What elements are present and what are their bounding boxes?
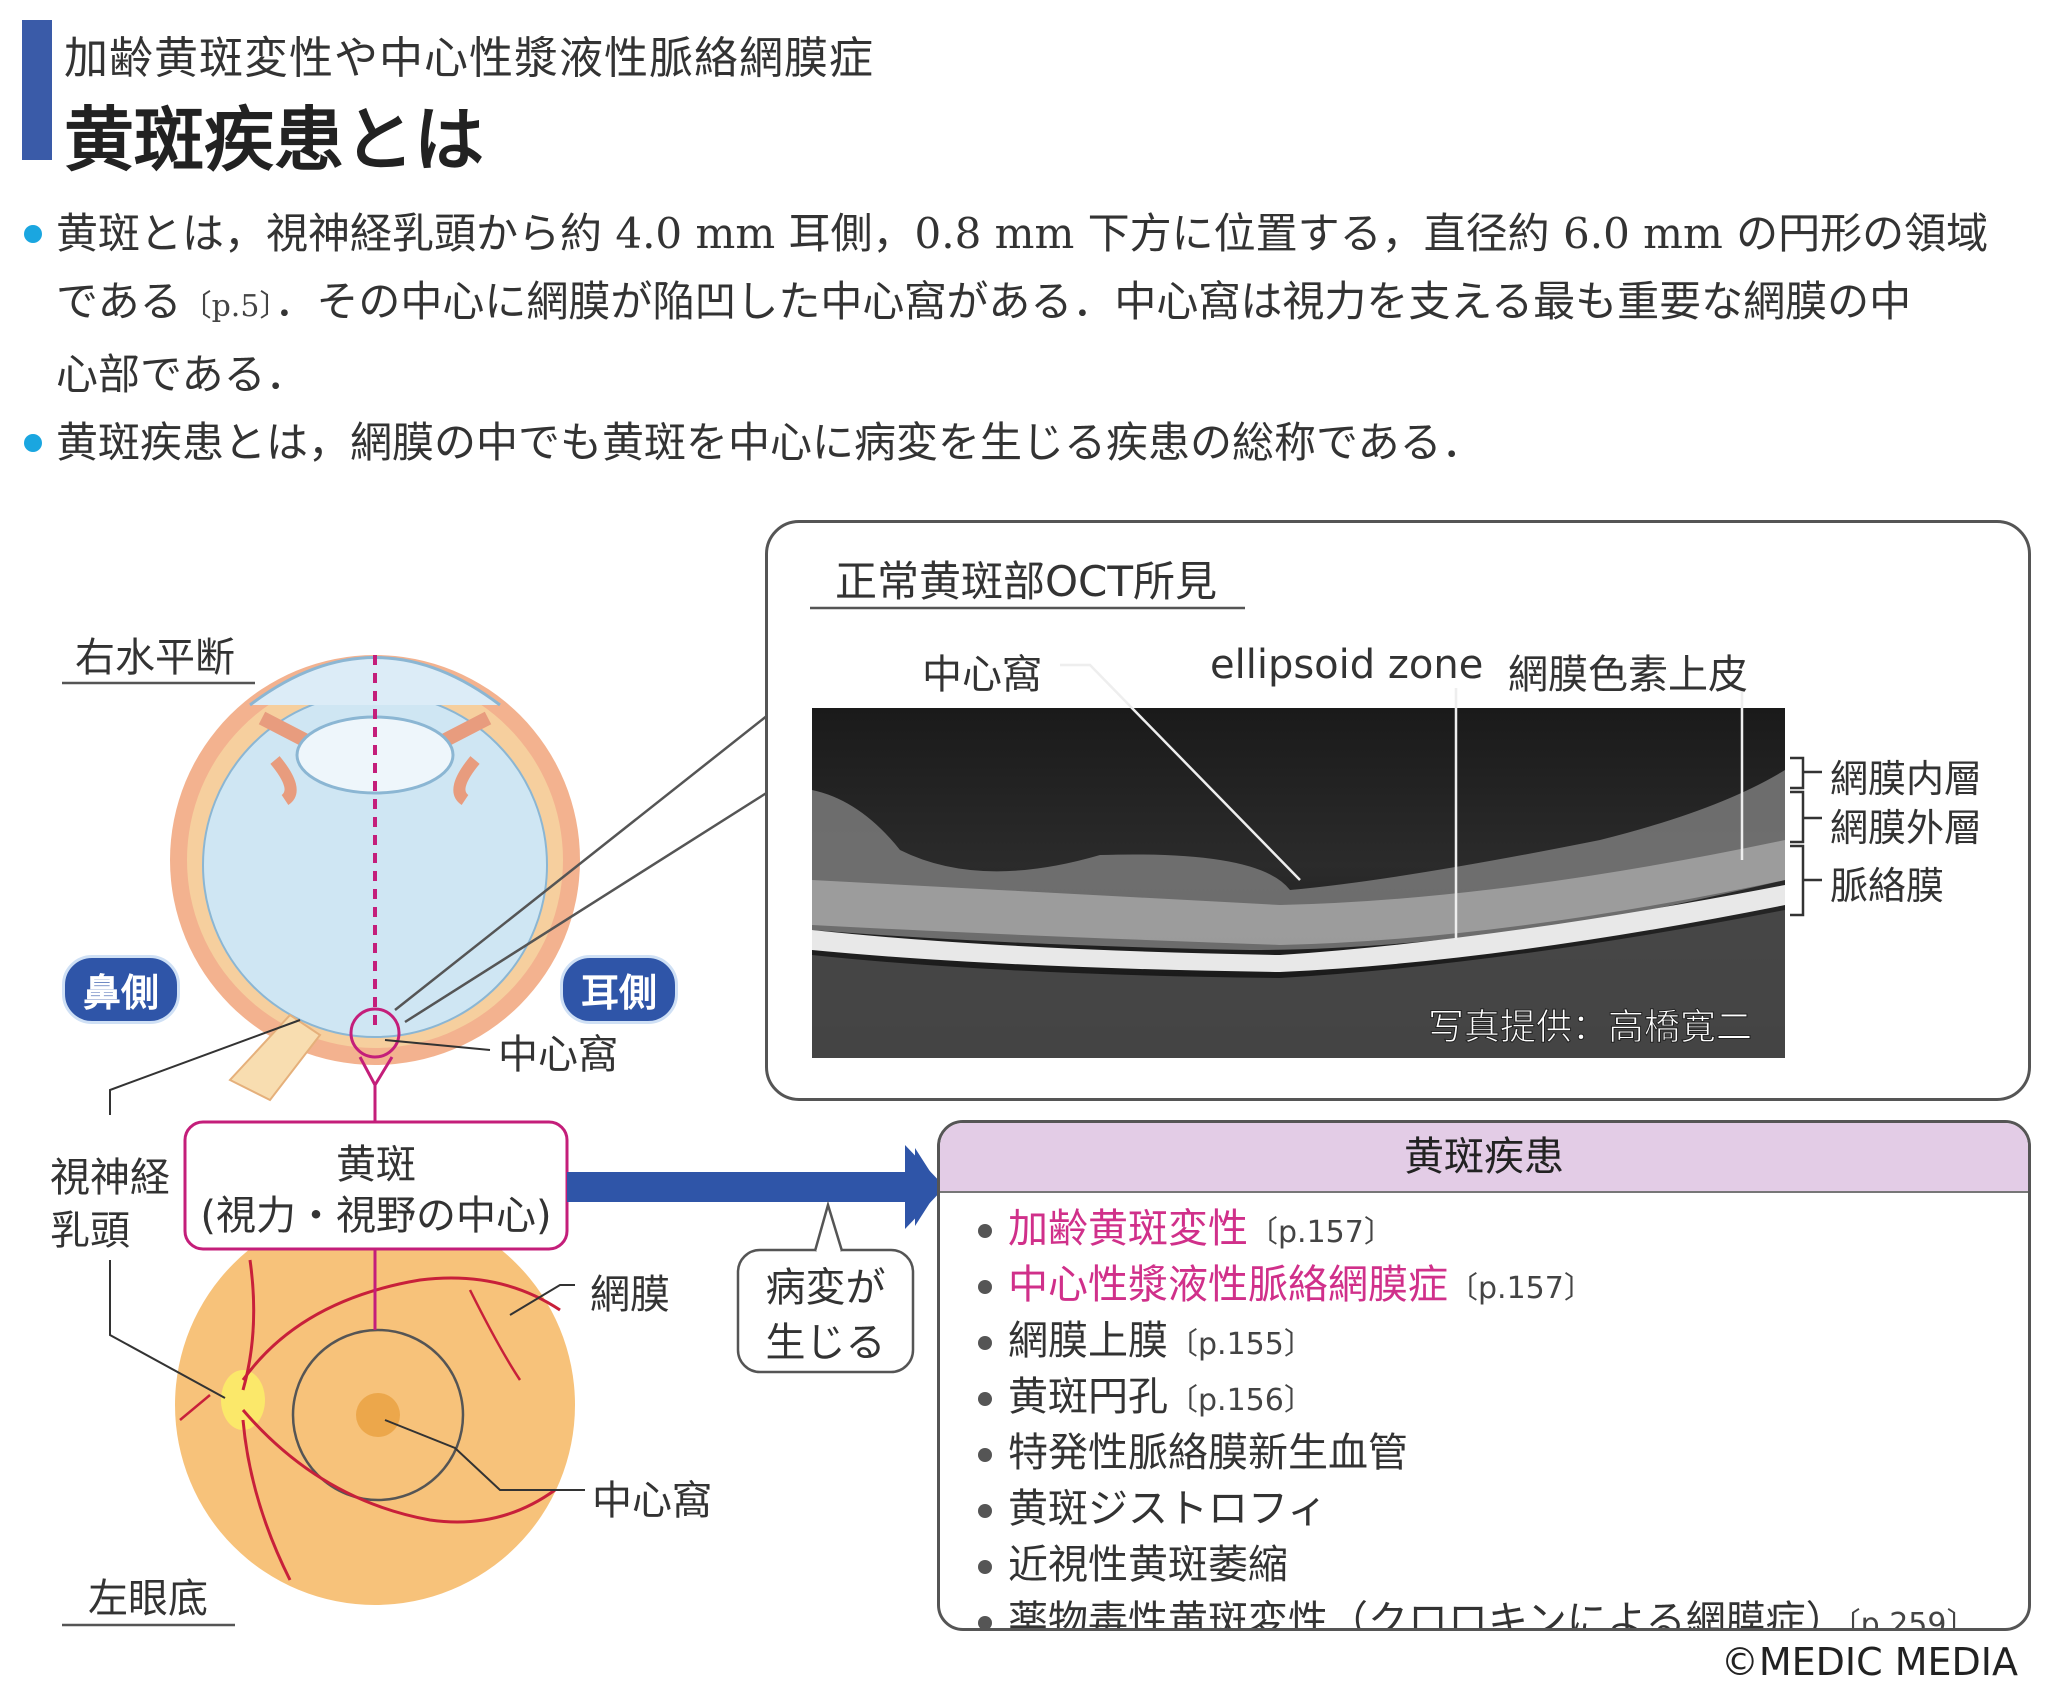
disease-name: 網膜上膜 bbox=[1008, 1318, 1168, 1364]
intro-bullet-1-line2b: ．その中心に網膜が陥凹した中心窩がある．中心窩は視力を支える最も重要な網膜の中 bbox=[274, 277, 1912, 326]
disease-item: 薬物毒性黄斑変性（クロロキンによる網膜症）〔p.259〕 bbox=[978, 1595, 1977, 1631]
disease-name: 近視性黄斑萎縮 bbox=[1008, 1542, 1288, 1588]
oct-choroid bbox=[812, 910, 1785, 1058]
intro-ref-p5: 〔p.5〕 bbox=[181, 289, 275, 324]
optic-nerve bbox=[228, 1013, 322, 1102]
retinal-vessel-5 bbox=[468, 1289, 522, 1381]
optic-disc-spot bbox=[221, 1370, 265, 1430]
oct-ellipsoid-label: ellipsoid zone bbox=[1210, 642, 1484, 688]
disease-name: 特発性脈絡膜新生血管 bbox=[1008, 1430, 1408, 1476]
optic-disc-label-2: 乳頭 bbox=[50, 1208, 130, 1254]
arrow-shaft bbox=[567, 1172, 917, 1202]
disease-item: 加齢黄斑変性〔p.157〕 bbox=[978, 1203, 1976, 1259]
oct-fovea-leader bbox=[1060, 663, 1301, 881]
lesion-text-1: 病変が bbox=[765, 1265, 886, 1311]
intro-bullet-2-text: 黄斑疾患とは，網膜の中でも黄斑を中心に病変を生じる疾患の総称である． bbox=[56, 418, 1484, 467]
optic-disc-leader-top bbox=[109, 1019, 301, 1115]
outer-bracket bbox=[1790, 790, 1805, 844]
retina-leader bbox=[509, 1284, 575, 1316]
intro-bullet-1: 黄斑とは，視神経乳頭から約 4.0 mm 耳側，0.8 mm 下方に位置する，直… bbox=[22, 200, 2022, 409]
optic-disc-leader-bottom bbox=[109, 1260, 226, 1399]
oct-photo-credit: 写真提供：高橋寛二 bbox=[1427, 1007, 1753, 1049]
lesion-bubble-tail bbox=[813, 1200, 844, 1252]
copyright: ©MEDIC MEDIA bbox=[1720, 1640, 2018, 1684]
eye-section-label: 右水平断 bbox=[75, 635, 235, 681]
fundus-retina-label: 網膜 bbox=[590, 1272, 670, 1318]
arrow-head-outer bbox=[905, 1145, 945, 1229]
lesion-text-2: 生じる bbox=[765, 1320, 886, 1366]
fundus-fovea-leader bbox=[384, 1419, 585, 1491]
retinal-vessel-3 bbox=[241, 1409, 556, 1524]
disease-item: 中心性漿液性脈絡網膜症〔p.157〕 bbox=[978, 1259, 1976, 1315]
disease-name: 加齢黄斑変性 bbox=[1008, 1206, 1248, 1252]
disease-item: 黄斑ジストロフィ bbox=[978, 1483, 1976, 1539]
disease-ref: 〔p.157〕 bbox=[1448, 1271, 1594, 1306]
disease-item: 網膜上膜〔p.155〕 bbox=[978, 1315, 1976, 1371]
disease-ref: 〔p.157〕 bbox=[1248, 1215, 1394, 1250]
fovea-spot bbox=[356, 1393, 400, 1437]
oct-zoom-line-2 bbox=[404, 790, 769, 1024]
header-accent-bar bbox=[22, 20, 52, 160]
oct-inner-label: 網膜内層 bbox=[1830, 757, 1983, 801]
fovea-marker bbox=[349, 1007, 401, 1059]
disease-name: 黄斑円孔 bbox=[1008, 1374, 1168, 1420]
disease-ref: 〔p.259〕 bbox=[1845, 1607, 1977, 1631]
disease-name: 黄斑ジストロフィ bbox=[1008, 1486, 1328, 1532]
oct-zoom-line-1 bbox=[394, 714, 769, 1011]
macula-label-2: (視力・視野の中心) bbox=[200, 1193, 552, 1239]
eye-fovea-label: 中心窩 bbox=[498, 1032, 618, 1078]
page-title: 黄斑疾患とは bbox=[64, 98, 484, 181]
choroid-bracket bbox=[1790, 844, 1805, 917]
disease-panel-header: 黄斑疾患 bbox=[940, 1123, 2028, 1193]
disease-ref: 〔p.155〕 bbox=[1168, 1327, 1314, 1362]
fundus-fovea-label: 中心窩 bbox=[592, 1478, 712, 1524]
page-subtitle: 加齢黄斑変性や中心性漿液性脈絡網膜症 bbox=[64, 33, 874, 84]
eye-cross-section bbox=[109, 655, 580, 1125]
oct-outer-label: 網膜外層 bbox=[1830, 806, 1983, 850]
retinal-vessel-2 bbox=[241, 1259, 256, 1391]
intro-bullet-1-line3: 心部である． bbox=[56, 350, 308, 399]
oct-rpe-label: 網膜色素上皮 bbox=[1508, 652, 1748, 698]
retinal-vessel-1 bbox=[241, 1276, 561, 1381]
disease-name: 中心性漿液性脈絡網膜症 bbox=[1008, 1262, 1448, 1308]
disease-item: 近視性黄斑萎縮 bbox=[978, 1539, 1976, 1595]
disease-list: 加齢黄斑変性〔p.157〕 中心性漿液性脈絡網膜症〔p.157〕 網膜上膜〔p.… bbox=[978, 1203, 1977, 1631]
intro-bullet-1-line1: 黄斑とは，視神経乳頭から約 4.0 mm 耳側，0.8 mm 下方に位置する，直… bbox=[56, 209, 1989, 258]
disease-item: 特発性脈絡膜新生血管 bbox=[978, 1427, 1976, 1483]
macula-ring bbox=[291, 1328, 465, 1502]
disease-item: 黄斑円孔〔p.156〕 bbox=[978, 1371, 1976, 1427]
intro-bullets: 黄斑とは，視神経乳頭から約 4.0 mm 耳側，0.8 mm 下方に位置する，直… bbox=[22, 200, 2022, 477]
disease-ref: 〔p.156〕 bbox=[1168, 1383, 1314, 1418]
disease-panel: 黄斑疾患 加齢黄斑変性〔p.157〕 中心性漿液性脈絡網膜症〔p.157〕 網膜… bbox=[937, 1120, 2031, 1631]
eye-ciliary bbox=[270, 756, 480, 805]
fundus-section-label: 左眼底 bbox=[88, 1576, 208, 1622]
oct-fovea-label: 中心窩 bbox=[922, 652, 1042, 698]
optic-disc-label-1: 視神経 bbox=[50, 1155, 170, 1201]
fovea-leader bbox=[384, 1039, 491, 1051]
oct-outer-layer bbox=[812, 840, 1785, 945]
disease-name: 薬物毒性黄斑変性（クロロキンによる網膜症） bbox=[1008, 1598, 1846, 1631]
oct-rpe-band bbox=[812, 885, 1785, 972]
macula-label-1: 黄斑 bbox=[336, 1142, 416, 1188]
intro-bullet-2: 黄斑疾患とは，網膜の中でも黄斑を中心に病変を生じる疾患の総称である． bbox=[22, 409, 2022, 477]
oct-choroid-label: 脈絡膜 bbox=[1830, 864, 1945, 908]
retinal-vessel-6 bbox=[179, 1394, 211, 1421]
fundus-illustration bbox=[109, 1205, 585, 1605]
nasal-pill: 鼻側 bbox=[62, 955, 181, 1024]
temporal-pill: 耳側 bbox=[560, 955, 679, 1024]
oct-title: 正常黄斑部OCT所見 bbox=[835, 557, 1218, 606]
inner-bracket bbox=[1790, 756, 1805, 790]
intro-bullet-1-line2a: である bbox=[56, 277, 182, 326]
retinal-vessel-4 bbox=[241, 1419, 292, 1581]
